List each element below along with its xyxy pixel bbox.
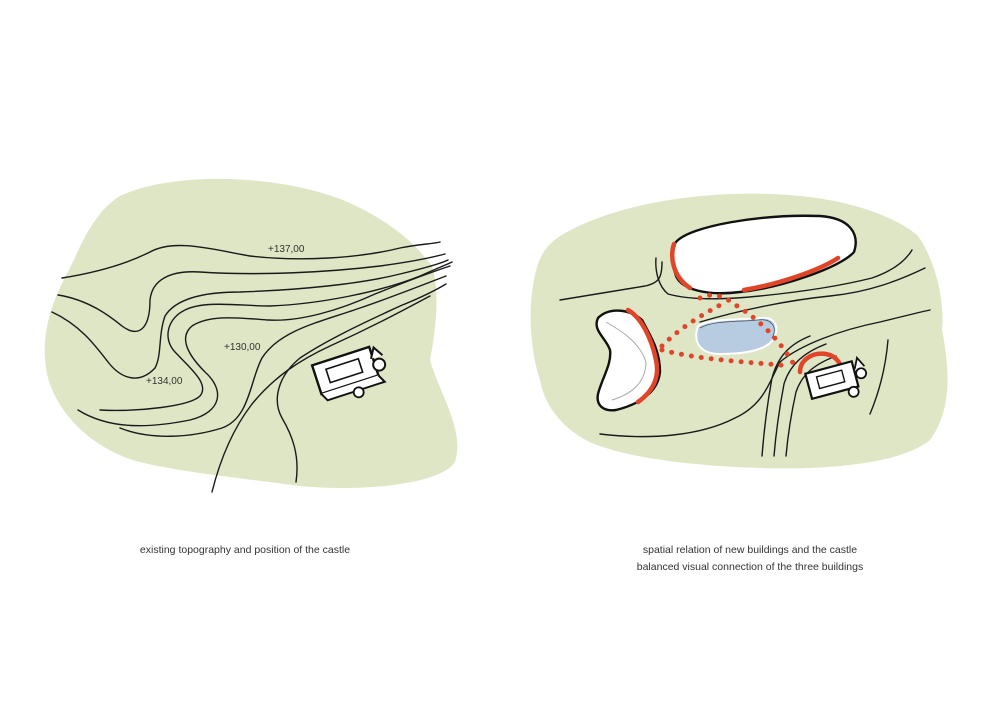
right-diagram-new-buildings [530,193,948,469]
contour-lines-left [51,241,453,493]
castle-icon-right [797,351,868,401]
contour-line-8 [276,283,447,483]
elevation-label-137: +137,00 [268,244,305,255]
contour-line-r7 [785,355,837,457]
left-diagram-existing-topography: +137,00 +130,00 +134,00 [44,178,458,493]
elevation-label-130: +130,00 [224,342,261,353]
contour-line-r1 [559,261,663,301]
terrain-area-left [44,178,458,489]
contour-line-7 [211,295,431,493]
new-building-left [595,307,662,412]
contour-line-5 [77,265,451,427]
contour-line-r3 [699,267,926,323]
contour-line-r4 [599,309,931,438]
contour-lines-right [559,249,931,457]
visual-connection-dotted-line [659,292,799,371]
left-caption: existing topography and position of the … [110,542,380,559]
elevation-label-134: +134,00 [146,376,183,387]
contour-line-3 [51,259,449,379]
contour-line-r8 [869,339,889,415]
contour-line-6 [119,275,447,437]
right-caption-line-1: spatial relation of new buildings and th… [642,544,858,556]
left-caption-text: existing topography and position of the … [139,544,351,556]
contour-line-r5 [761,335,811,457]
contour-line-r2 [655,249,913,300]
contour-line-r6 [773,343,827,457]
contour-line-1 [61,241,441,279]
contour-line-2 [57,253,446,332]
right-caption: spatial relation of new buildings and th… [600,542,900,576]
new-building-large [670,214,857,295]
right-caption-line-2: balanced visual connection of the three … [636,561,864,573]
castle-icon-left [310,345,387,402]
